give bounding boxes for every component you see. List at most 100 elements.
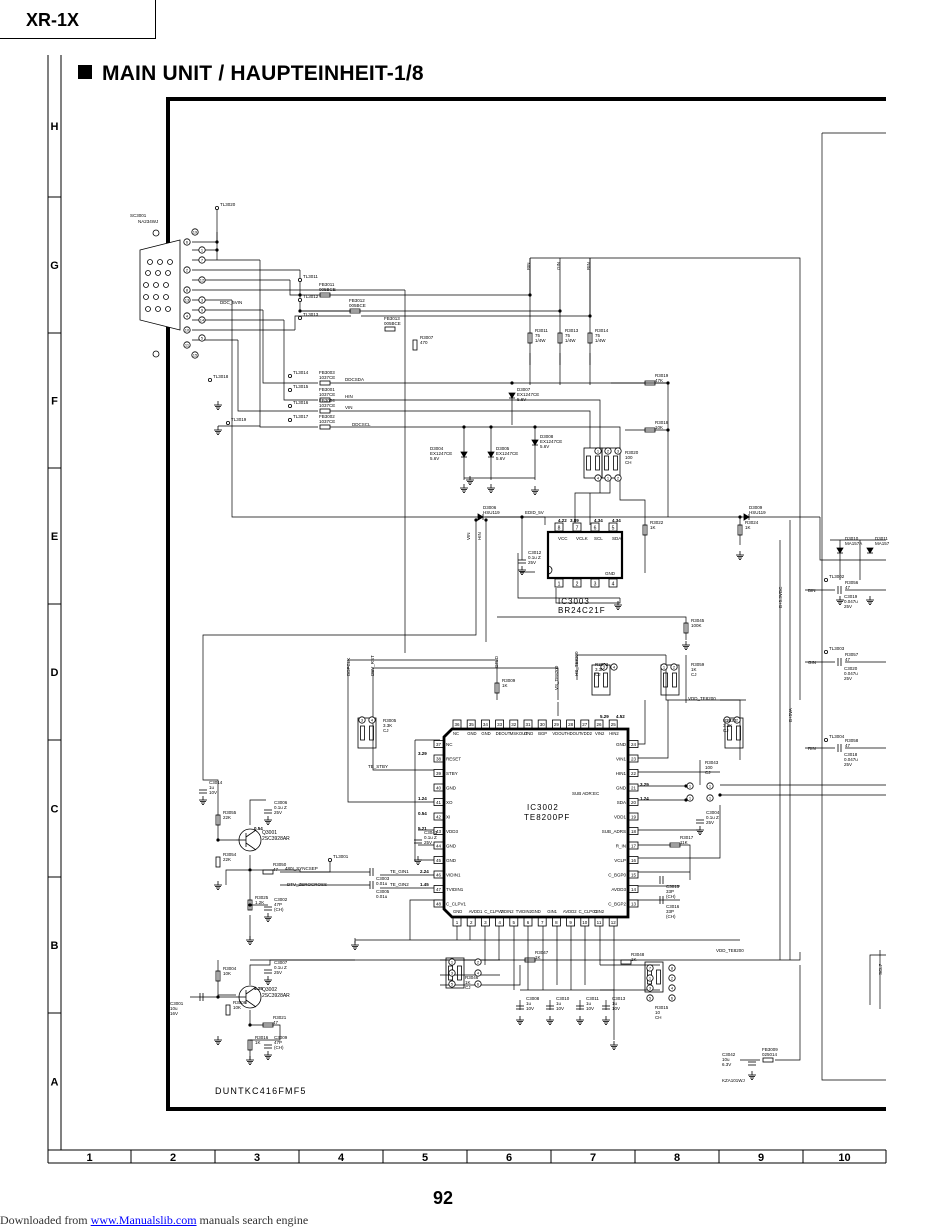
ic3003-ref: IC3003	[558, 597, 590, 606]
board-code: DUNTKC416FMF5	[215, 1086, 307, 1096]
net-label: DDCSDA	[345, 377, 364, 382]
capacitor-ref: C3009	[274, 1035, 288, 1040]
resistor-value: 22K	[223, 815, 231, 820]
ic3002-pin-name: GIN2	[594, 909, 604, 914]
ic3002-pin-name: VDOUT	[552, 731, 567, 736]
test-point	[327, 858, 332, 863]
ic3002-pin	[537, 917, 547, 927]
ic3002-pin	[628, 769, 639, 777]
resistor	[642, 524, 648, 536]
junction-dot	[474, 518, 478, 522]
ferrite-bead-ref: FB3009	[762, 1047, 778, 1052]
voltage-label: 5.29	[600, 714, 609, 719]
manualslib-link[interactable]: www.Manualslib.com	[90, 1213, 197, 1227]
resistor-ref: R3054	[223, 852, 237, 857]
footer: Downloaded from www.Manualslib.com manua…	[0, 1213, 308, 1228]
ic3002-pin-number: 15	[631, 873, 637, 878]
junction-dot	[489, 425, 493, 429]
col-label: 2	[170, 1152, 176, 1164]
ic3002-pin	[552, 719, 561, 729]
ferrite-bead-part: 1037CE	[319, 392, 335, 397]
title-text: MAIN UNIT / HAUPTEINHEIT-1/8	[102, 62, 424, 85]
junction-dot	[684, 784, 688, 788]
ic3002-pin	[628, 783, 639, 792]
resistor	[656, 969, 661, 985]
pin-number: 1	[689, 796, 692, 801]
ic3002-pin-number: 26	[596, 722, 602, 727]
voltage-label: 0.54	[418, 811, 427, 816]
pin-circle	[668, 994, 676, 1002]
resistor	[457, 965, 462, 981]
resistor-extra: CJ	[383, 728, 389, 733]
ic3003-body	[546, 530, 624, 580]
ic3002-pin	[628, 740, 639, 748]
capacitor-value: 0.1u Z	[706, 815, 719, 820]
pin-number: 1	[451, 960, 454, 965]
pin-circle	[448, 969, 456, 977]
resistor-value: 10K	[233, 1005, 241, 1010]
resistor-value: 47	[845, 743, 851, 748]
resistor	[613, 455, 618, 471]
ic3002-body	[442, 727, 630, 919]
test-point	[287, 417, 292, 422]
resistor	[527, 332, 533, 344]
capacitor-ref: C3015	[666, 884, 680, 889]
pin-number: 2	[617, 476, 620, 481]
capacitor-ref: C3042	[722, 1052, 736, 1057]
ic3002-pin-number: 30	[540, 722, 546, 727]
resistor	[595, 455, 600, 471]
row-label: B	[51, 940, 59, 952]
diode-part: EX1247CE	[430, 451, 452, 456]
ic3002-pin-name: HDOUT	[567, 731, 582, 736]
pin-circle	[614, 474, 622, 482]
capacitor-value: 0.1u Z	[424, 835, 437, 840]
ic3002-pin-number: 13	[631, 902, 637, 907]
net-label: VIN	[345, 405, 353, 410]
pin-circle	[183, 296, 191, 304]
ic3002-pin-number: 35	[469, 722, 475, 727]
transistor-lead	[245, 842, 257, 851]
test-point	[297, 297, 302, 302]
resistor-extra: CJ	[465, 985, 471, 990]
junction-dot	[216, 995, 220, 999]
resistor-ref: R3009	[502, 678, 516, 683]
net-label: HS_TE8200	[574, 651, 579, 676]
ic3002-pin-number: 16	[631, 858, 637, 863]
junction-dot	[510, 381, 514, 385]
resistor	[412, 339, 418, 351]
resistor	[247, 899, 253, 911]
ic3002-pin-number: 5	[513, 920, 516, 925]
ic3002-pin-name: GND	[616, 786, 627, 791]
ic3002-pin	[608, 917, 618, 927]
resistor	[603, 672, 608, 688]
pin-circle	[198, 334, 206, 342]
resistor-value: 47K	[655, 378, 663, 383]
resistor-ref: R3007	[420, 335, 434, 340]
model-name: XR-1X	[26, 10, 80, 30]
ic3002-pin-name: GND	[446, 858, 457, 863]
ic3002-pin	[523, 719, 533, 729]
pin-circle	[358, 716, 366, 724]
junction-dot	[528, 293, 532, 297]
voltage-label: 4.34	[594, 518, 603, 523]
capacitor-extra: 6.3V	[722, 1062, 731, 1067]
ic3003-pin-number: 7	[576, 526, 579, 532]
diode-ref: D3009	[749, 505, 763, 510]
resistor-array	[591, 664, 611, 696]
pin-number: 6	[186, 240, 189, 245]
pin-circle	[668, 974, 676, 982]
vga-pin	[147, 259, 153, 265]
ic3002-pin	[580, 719, 590, 729]
net-label: DDCSCL	[352, 422, 371, 427]
ic3002-pin-number: 22	[631, 771, 637, 776]
test-point-label: TL3014	[293, 370, 309, 375]
resistor-extra: CJ	[595, 672, 601, 677]
pin-circle	[668, 964, 676, 972]
net-label: B+5.3VDC	[778, 586, 783, 608]
ic3002-ref: IC3002	[527, 803, 559, 812]
diode-value: 5.6V	[430, 456, 439, 461]
pin-circle	[368, 716, 376, 724]
ic3002-pin-number: 28	[568, 722, 574, 727]
transistor-lead	[245, 999, 257, 1008]
diode	[508, 392, 516, 399]
